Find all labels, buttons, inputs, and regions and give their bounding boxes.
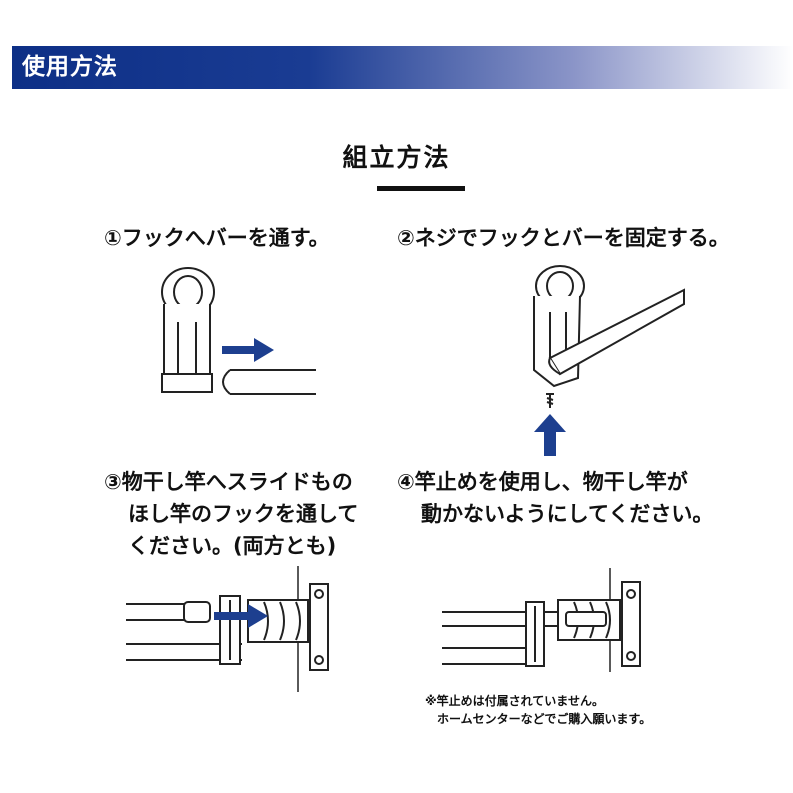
- hook-drawing: [533, 265, 585, 388]
- title-underline: [377, 186, 465, 191]
- right-arrow-icon: [214, 604, 268, 628]
- step-1-illustration: [161, 267, 316, 395]
- footnote-line-1: ※竿止めは付属されていません。: [425, 694, 604, 708]
- hook-drawing: [161, 267, 215, 393]
- step-4-line-1: ④竿止めを使用し、物干し竿が: [397, 470, 688, 494]
- step-2-text: ②ネジでフックとバーを固定する。: [397, 226, 730, 250]
- section-title: 組立方法: [342, 143, 451, 172]
- header-bar: 使用方法: [12, 46, 793, 89]
- footnote: ※竿止めは付属されていません。 ホームセンターなどでご購入願います。: [425, 692, 651, 728]
- bracket-drawing: [557, 581, 641, 667]
- rod-drawing: [442, 611, 568, 665]
- hook-drawing: [219, 595, 241, 665]
- step-3-line-3: ください。(両方とも): [128, 534, 337, 558]
- step-3-illustration: [126, 566, 329, 692]
- bracket-drawing: [247, 583, 329, 671]
- step-1-text: ①フックへバーを通す。: [104, 226, 330, 250]
- up-arrow-icon: [534, 414, 566, 456]
- bar-drawing: [548, 288, 685, 376]
- step-4-line-2: 動かないようにしてください。: [421, 502, 714, 526]
- step-4-illustration: [442, 568, 641, 672]
- bar-drawing: [222, 369, 316, 395]
- right-arrow-icon: [222, 338, 274, 362]
- hook-drawing: [525, 601, 545, 667]
- header-title: 使用方法: [22, 54, 118, 80]
- step-3-line-1: ③物干し竿へスライドもの: [104, 470, 353, 494]
- step-4-text: ④竿止めを使用し、物干し竿が 動かないようにしてください。: [397, 466, 713, 530]
- step-3-text: ③物干し竿へスライドもの ほし竿のフックを通して ください。(両方とも): [104, 466, 358, 562]
- step-2-illustration: [533, 265, 685, 456]
- screw-icon: [546, 393, 554, 408]
- footnote-line-2: ホームセンターなどでご購入願います。: [437, 712, 652, 726]
- step-3-line-2: ほし竿のフックを通して: [128, 502, 359, 526]
